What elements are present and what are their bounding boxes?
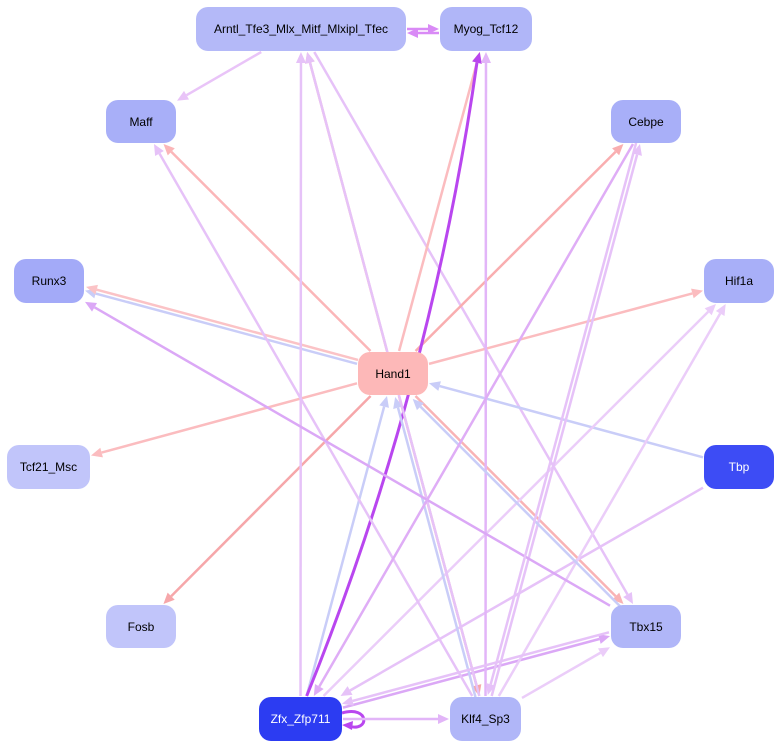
edge-arntl-maff: [177, 50, 262, 101]
node-klf4[interactable]: Klf4_Sp3: [450, 697, 521, 741]
node-cebpe[interactable]: Cebpe: [611, 100, 681, 143]
edge-hand1-tbx15: [414, 395, 624, 604]
node-zfx[interactable]: Zfx_Zfp711: [259, 697, 342, 741]
node-hand1[interactable]: Hand1: [358, 352, 428, 395]
edge-klf4-tbx15: [521, 647, 610, 700]
edge-klf4-hif1a: [497, 304, 726, 697]
edge-tbx15-runx3: [85, 301, 611, 607]
node-myog[interactable]: Myog_Tcf12: [440, 7, 532, 51]
edge-hand1-hif1a: [428, 288, 703, 366]
edge-zfx-hand1: [305, 396, 389, 697]
edge-hand1-maff: [163, 144, 372, 352]
edge-zfx-zfx: [341, 710, 366, 730]
node-hif1a[interactable]: Hif1a: [704, 259, 774, 303]
edge-cebpe-klf4: [485, 142, 638, 695]
edge-arntl-tbx15: [313, 51, 634, 604]
edge-zfx-hif1a: [322, 304, 716, 697]
edge-cebpe-zfx: [313, 143, 635, 696]
node-tbp[interactable]: Tbp: [704, 445, 774, 489]
edge-tbp-hand1: [429, 381, 704, 459]
node-fosb[interactable]: Fosb: [106, 605, 176, 648]
edge-zfx-arntl: [295, 52, 306, 697]
edge-hand1-fosb: [163, 395, 372, 604]
edge-klf4-maff: [153, 144, 474, 697]
edge-tbx15-hand1: [412, 398, 622, 608]
node-runx3[interactable]: Runx3: [14, 259, 84, 303]
edge-hand1-tcf21: [91, 382, 358, 458]
edge-tbp-zfx: [340, 486, 704, 696]
edge-myog-arntl: [407, 28, 439, 38]
node-tbx15[interactable]: Tbx15: [611, 605, 681, 648]
edge-hand1-myog: [397, 52, 482, 352]
edge-zfx-tbx15: [342, 634, 610, 709]
node-tcf21[interactable]: Tcf21_Msc: [7, 445, 90, 489]
edge-hand1-cebpe: [414, 144, 624, 352]
node-arntl[interactable]: Arntl_Tfe3_Mlx_Mitf_Mlxipl_Tfec: [196, 7, 406, 51]
edge-layer: [85, 24, 726, 730]
edge-zfx-klf4: [343, 714, 449, 724]
edge-klf4-myog: [480, 52, 491, 697]
node-maff[interactable]: Maff: [106, 100, 176, 143]
edge-hand1-runx3: [86, 284, 359, 362]
edge-klf4-hand1: [393, 397, 477, 698]
edge-tbx15-zfx: [341, 631, 610, 706]
